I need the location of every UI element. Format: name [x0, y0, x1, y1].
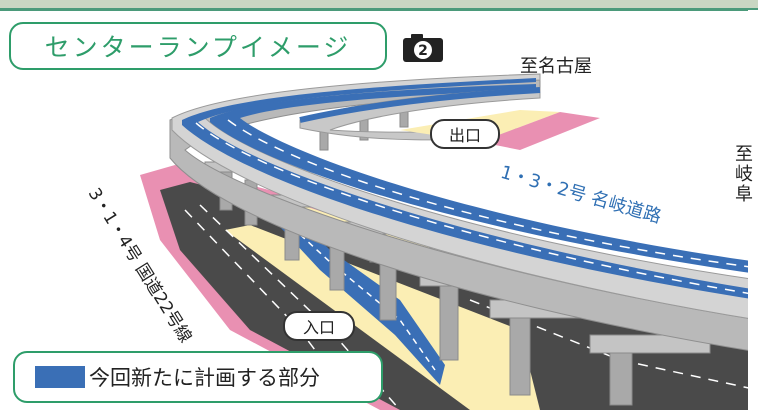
destination-gifu: 至 岐 阜: [735, 144, 753, 205]
destination-nagoya: 至名古屋: [520, 56, 592, 77]
legend: 今回新たに計画する部分: [13, 351, 383, 403]
camera-icon: 2: [403, 34, 443, 62]
legend-swatch-new-section: [35, 366, 85, 388]
photo-number: 2: [418, 43, 428, 59]
map-strip: [0, 0, 758, 8]
page-title: センターランプイメージ: [9, 22, 387, 70]
page-title-text: センターランプイメージ: [44, 33, 352, 62]
legend-text: 今回新たに計画する部分: [89, 366, 320, 390]
entrance-label: 入口: [283, 311, 355, 341]
entrance-ramp-new: [255, 195, 445, 385]
expressway-lane-new-2: [210, 84, 758, 274]
exit-label: 出口: [430, 119, 500, 149]
